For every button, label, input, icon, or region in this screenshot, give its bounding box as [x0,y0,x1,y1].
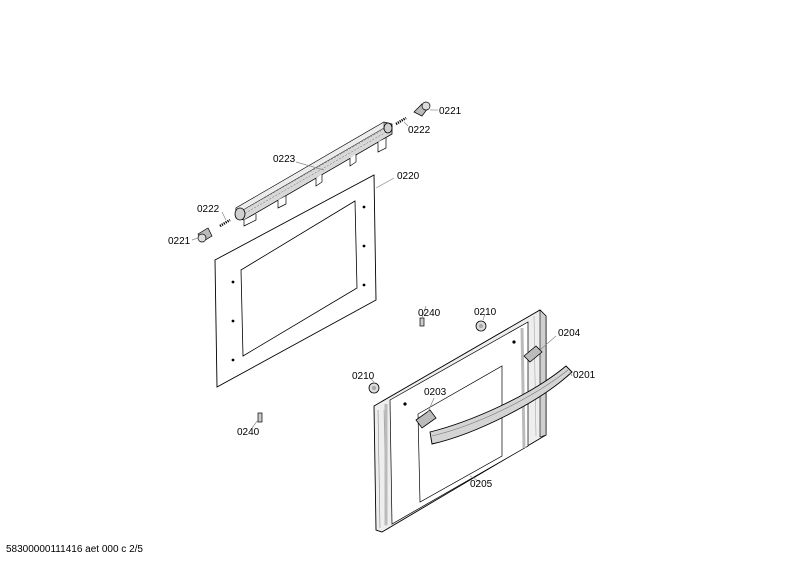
label-0240-bottom: 0240 [237,427,260,438]
label-0201: 0201 [573,370,596,381]
bumper-part-left [368,382,380,394]
clip-part-top [419,317,425,327]
document-id: 58300000111416 aet 000 c 2/5 [6,544,143,555]
spring-part-left [219,218,231,228]
screw-part-left [197,227,213,243]
label-0210-top: 0210 [474,307,497,318]
handle-mount-part-right [523,345,543,363]
hinge-rail-part [234,121,393,227]
inner-glass-pane-part [214,174,377,388]
bumper-part-top [475,320,487,332]
leader-lines [191,109,573,483]
outer-door-part [373,309,547,533]
handle-mount-part-left [415,409,437,429]
label-0220: 0220 [397,171,420,182]
label-0240-top: 0240 [418,308,441,319]
label-0221-top: 0221 [439,106,462,117]
spring-part-top [395,116,407,126]
label-0222-top: 0222 [408,125,431,136]
label-0222-left: 0222 [197,204,220,215]
clip-part-bottom [257,412,263,423]
screw-part-top [413,101,431,117]
door-handle-part [429,365,573,445]
label-0205: 0205 [470,479,493,490]
label-0223: 0223 [273,154,296,165]
label-0210-left: 0210 [352,371,375,382]
label-0221-left: 0221 [168,236,191,247]
label-0204: 0204 [558,328,581,339]
label-0203: 0203 [424,387,447,398]
